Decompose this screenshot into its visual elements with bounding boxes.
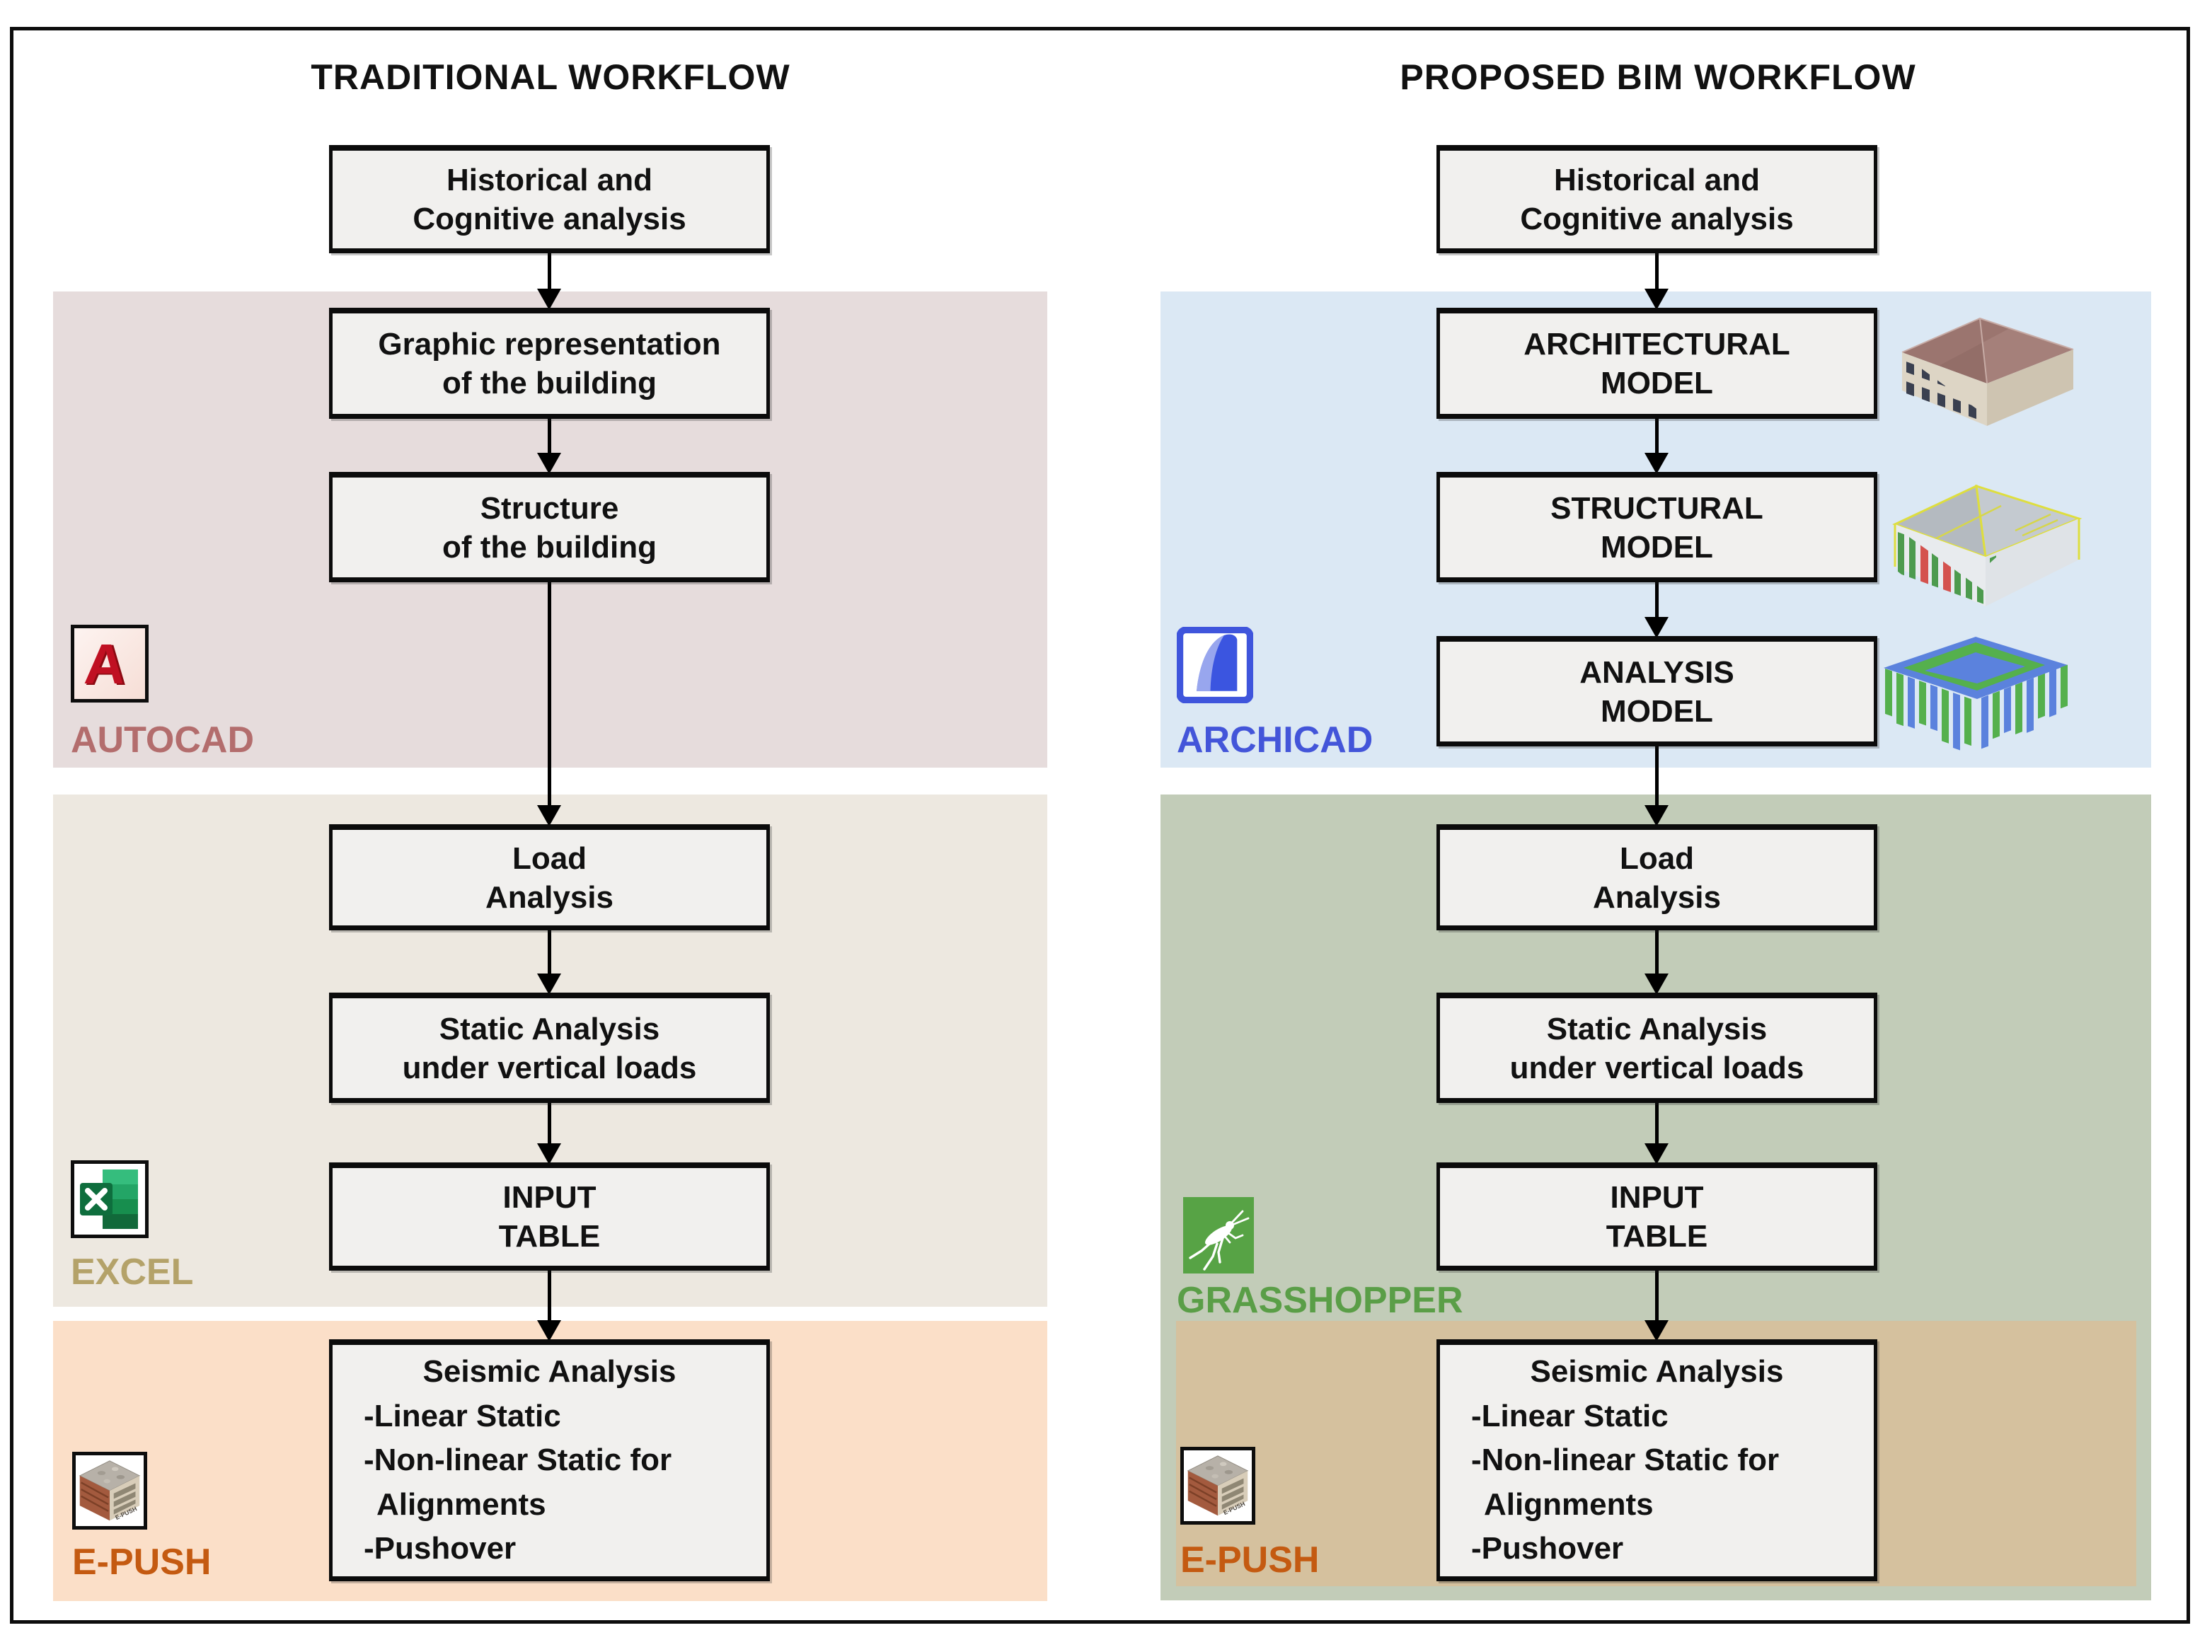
flow-box-load-analysis-left: Load Analysis bbox=[329, 824, 770, 930]
flow-box-structure: Structure of the building bbox=[329, 472, 770, 582]
arrow-left-2 bbox=[537, 417, 561, 474]
arrow-right-2 bbox=[1644, 417, 1669, 474]
flow-box-seismic-analysis-right: Seismic Analysis -Linear Static -Non-lin… bbox=[1436, 1339, 1877, 1581]
arrow-left-4 bbox=[537, 929, 561, 995]
excel-label: EXCEL bbox=[71, 1252, 194, 1293]
excel-icon bbox=[71, 1160, 149, 1238]
epush-icon-right: E-PUSH bbox=[1180, 1447, 1255, 1525]
flow-box-architectural-model: ARCHITECTURAL MODEL bbox=[1436, 308, 1877, 419]
archicad-icon bbox=[1176, 626, 1254, 704]
arrow-right-3 bbox=[1644, 581, 1669, 638]
autocad-icon: A A bbox=[71, 625, 149, 703]
right-column-title: PROPOSED BIM WORKFLOW bbox=[1400, 57, 1916, 97]
arrow-right-5 bbox=[1644, 929, 1669, 995]
flow-box-static-analysis-left: Static Analysis under vertical loads bbox=[329, 993, 770, 1103]
arrow-left-1 bbox=[537, 252, 561, 310]
autocad-label: AUTOCAD bbox=[71, 720, 255, 761]
left-column-title: TRADITIONAL WORKFLOW bbox=[311, 57, 790, 97]
arrow-left-6 bbox=[537, 1269, 561, 1341]
flow-box-input-table-right: INPUT TABLE bbox=[1436, 1162, 1877, 1271]
arrow-right-1 bbox=[1644, 252, 1669, 310]
flow-box-historical-right: Historical and Cognitive analysis bbox=[1436, 145, 1877, 253]
arrow-right-7 bbox=[1644, 1269, 1669, 1341]
epush-icon-left: E-PUSH bbox=[72, 1452, 147, 1530]
flow-box-load-analysis-right: Load Analysis bbox=[1436, 824, 1877, 930]
flow-box-historical-left: Historical and Cognitive analysis bbox=[329, 145, 770, 253]
flow-box-analysis-model: ANALYSIS MODEL bbox=[1436, 636, 1877, 746]
arrow-right-4 bbox=[1644, 745, 1669, 826]
flow-box-seismic-analysis-left: Seismic Analysis -Linear Static -Non-lin… bbox=[329, 1339, 770, 1581]
flow-box-input-table-left: INPUT TABLE bbox=[329, 1162, 770, 1271]
arrow-right-6 bbox=[1644, 1102, 1669, 1165]
flow-box-structural-model: STRUCTURAL MODEL bbox=[1436, 472, 1877, 582]
grasshopper-label: GRASSHOPPER bbox=[1177, 1280, 1463, 1321]
svg-text:A: A bbox=[84, 633, 131, 698]
grasshopper-icon bbox=[1183, 1197, 1254, 1273]
svg-text:A: A bbox=[82, 632, 127, 695]
structural-model-image bbox=[1888, 456, 2086, 623]
archicad-label: ARCHICAD bbox=[1177, 720, 1373, 761]
architectural-model-image bbox=[1896, 296, 2080, 430]
epush-label-right: E-PUSH bbox=[1180, 1540, 1320, 1581]
flow-box-graphic-representation: Graphic representation of the building bbox=[329, 308, 770, 419]
analysis-model-image bbox=[1875, 621, 2077, 784]
arrow-left-5 bbox=[537, 1102, 561, 1165]
arrow-left-3 bbox=[537, 581, 561, 826]
flow-box-static-analysis-right: Static Analysis under vertical loads bbox=[1436, 993, 1877, 1103]
epush-label-left: E-PUSH bbox=[72, 1542, 212, 1583]
